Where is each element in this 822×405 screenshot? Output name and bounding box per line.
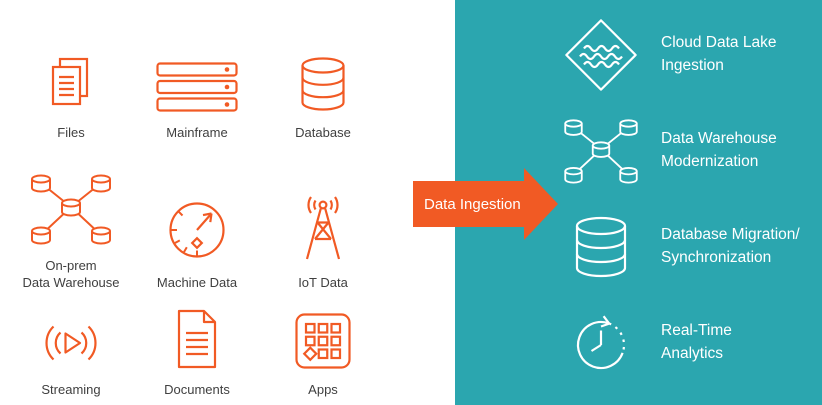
arrow-label: Data Ingestion (413, 181, 524, 227)
source-item-database: Database (260, 10, 386, 148)
source-label: Machine Data (156, 275, 238, 291)
on-prem-data-warehouse-icon (31, 174, 111, 245)
data-ingestion-arrow: Data Ingestion (413, 168, 558, 240)
mainframe-icon (156, 62, 238, 112)
source-label: Files (57, 125, 85, 141)
database-icon (301, 57, 345, 111)
destination-icon-box (559, 215, 643, 279)
destination-item-data-warehouse-modernization: Data Warehouse Modernization (559, 110, 822, 191)
destination-icon-box (559, 18, 643, 92)
source-item-iot-data: IoT Data (260, 148, 386, 298)
apps-icon (295, 313, 351, 369)
machine-data-icon (169, 202, 225, 258)
destination-item-cloud-data-lake-ingestion: Cloud Data Lake Ingestion (559, 14, 822, 95)
source-item-files: Files (8, 10, 134, 148)
source-label: IoT Data (298, 275, 348, 291)
destination-icon-box (559, 311, 643, 375)
source-label: Database (295, 125, 351, 141)
cloud-data-lake-icon (565, 18, 637, 91)
destination-item-database-migration-synchronization: Database Migration/ Synchronization (559, 206, 822, 287)
data-warehouse-modernization-icon (564, 118, 638, 184)
real-time-analytics-icon (576, 315, 626, 369)
documents-icon (177, 310, 217, 369)
source-item-documents: Documents (134, 298, 260, 405)
source-label: On-prem Data Warehouse (22, 258, 120, 291)
database-migration-icon (575, 216, 627, 277)
files-icon (51, 58, 89, 106)
iot-data-icon (305, 196, 341, 260)
destination-item-real-time-analytics: Real-Time Analytics (559, 302, 822, 383)
destination-label: Data Warehouse Modernization (661, 130, 777, 170)
source-label: Apps (308, 382, 338, 398)
sources-grid: Files Mainframe (8, 10, 386, 405)
destination-label: Real-Time Analytics (661, 322, 732, 362)
source-item-mainframe: Mainframe (134, 10, 260, 148)
destinations-list: Cloud Data Lake Ingestion (455, 14, 822, 383)
arrow-head (523, 168, 558, 240)
source-item-machine-data: Machine Data (134, 148, 260, 298)
source-item-apps: Apps (260, 298, 386, 405)
streaming-icon (45, 325, 97, 361)
source-label: Mainframe (166, 125, 228, 141)
source-item-on-prem-data-warehouse: On-prem Data Warehouse (8, 148, 134, 298)
destination-label: Cloud Data Lake Ingestion (661, 34, 777, 74)
destination-icon-box (559, 118, 643, 184)
source-label: Streaming (41, 382, 101, 398)
source-item-streaming: Streaming (8, 298, 134, 405)
source-label: Documents (164, 382, 230, 398)
destination-label: Database Migration/ Synchronization (661, 226, 800, 266)
